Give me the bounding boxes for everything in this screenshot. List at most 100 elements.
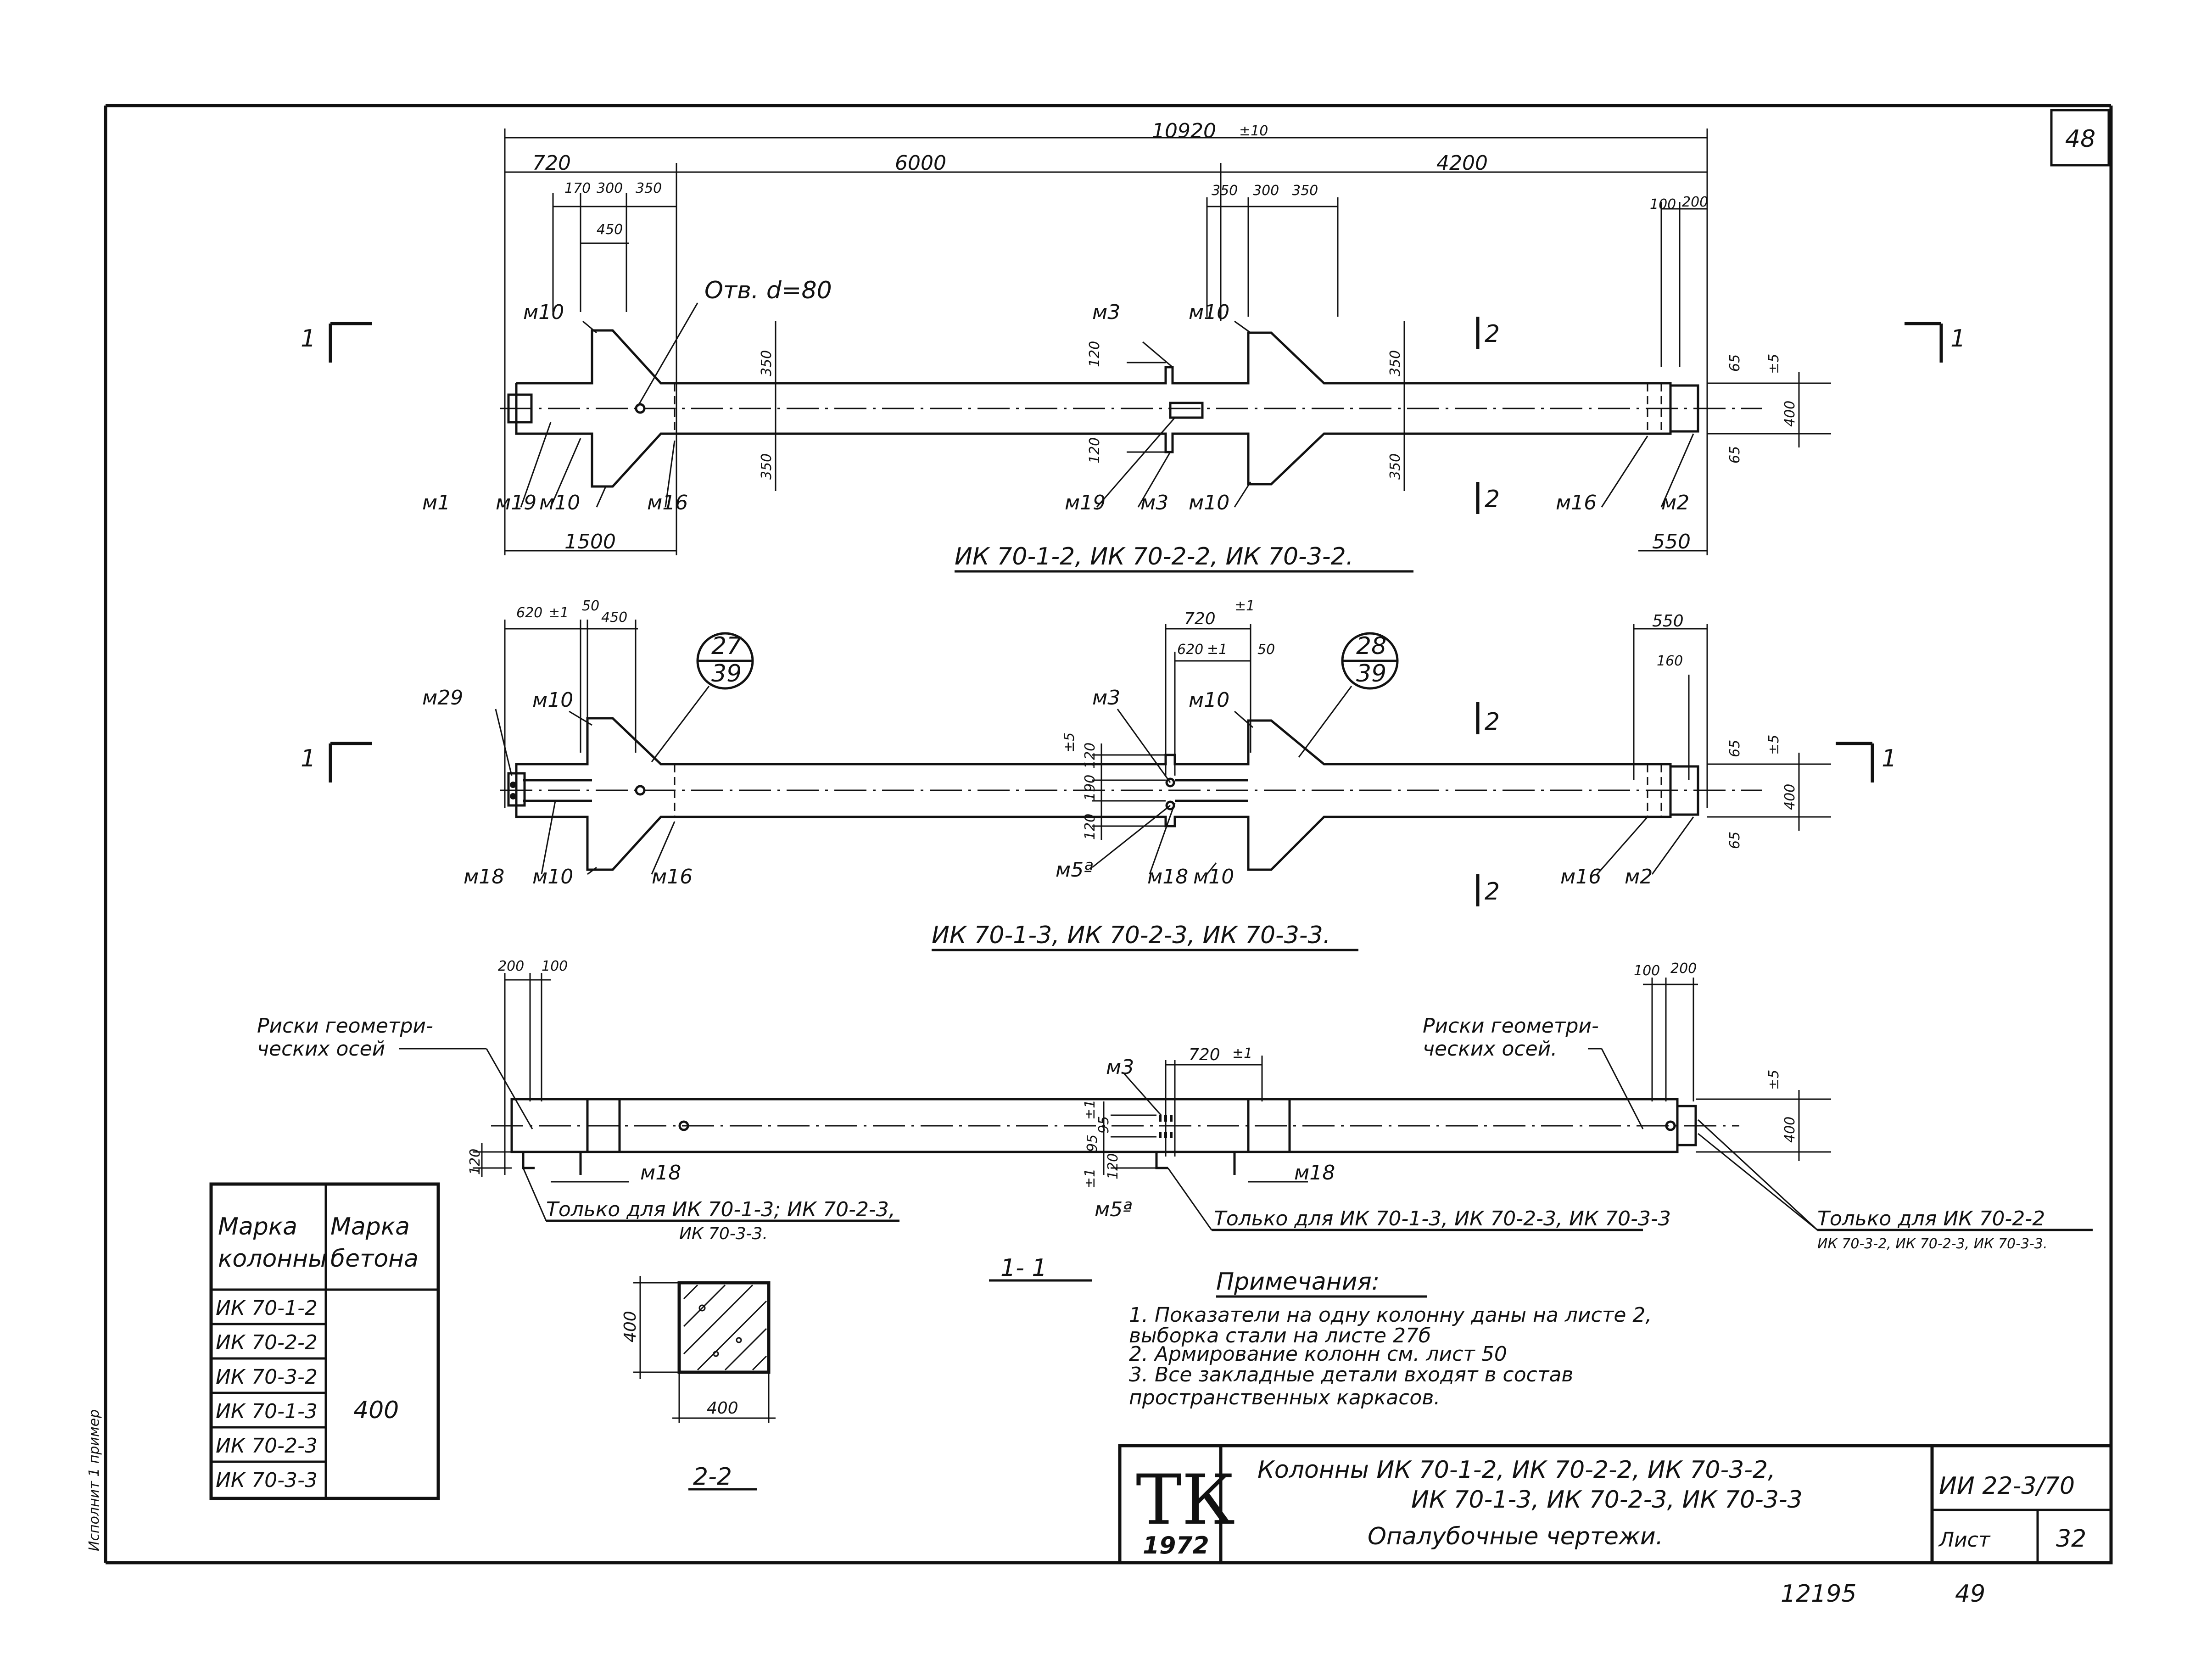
v2-mark-m10d: м10 [1193,865,1234,889]
table-row-4: ИК 70-1-3 [216,1400,318,1423]
v1-dim-120-bot: 120 [1087,437,1103,464]
stamp-org: ТК [1136,1460,1235,1540]
v1-dim-350-right-top: 350 [1387,350,1403,376]
v3-risk-left-1: Риски геометри- [257,1014,433,1038]
section22-dim-v: 400 [621,1311,640,1342]
v2-mark-m16b: м16 [1560,865,1601,889]
v1-overall-tol: ±10 [1239,123,1268,139]
view3-column [399,973,2093,1282]
note-3a: 3. Все закладные детали входят в состав [1129,1363,1573,1386]
v2-mark-m18b: м18 [1147,865,1188,889]
v2-section-left: 1 [301,745,316,772]
v1-dim-550: 550 [1652,530,1691,553]
v2-cut-top: 2 [1485,708,1500,736]
v1-dim-1500: 1500 [564,530,616,553]
v3-dim-100-right: 100 [1634,963,1660,979]
section-2-2 [633,1276,776,1491]
v3-only3-line1: Только для ИК 70-2-2 [1817,1207,2045,1230]
v1-dim-350-left-bot: 350 [759,453,775,480]
v1-mark-m16a: м16 [647,491,688,514]
v2-cut-bottom: 2 [1485,878,1500,905]
sheet-frame [104,104,2113,1565]
v1-dim-350-right-bot: 350 [1387,453,1403,480]
v3-tol-left: ±1 [1082,1100,1098,1120]
v2-callout1-top: 27 [711,632,742,660]
v2-callout2-top: 28 [1356,632,1386,660]
v2-dim-450: 450 [601,609,627,626]
v1-mark-m1: м1 [422,491,450,514]
v3-mark-m3: м3 [1106,1056,1134,1079]
v3-dim-100-left: 100 [542,958,568,974]
v3-only1-line2: ИК 70-3-3. [679,1224,768,1243]
stamp-title-1: Колонны ИК 70-1-2, ИК 70-2-2, ИК 70-3-2, [1257,1456,1776,1484]
v3-mark-m18b: м18 [1294,1161,1335,1185]
v1-tol-5: ±5 [1766,354,1782,374]
v2-dim-120-bot: 120 [1082,814,1098,840]
v1-span-720: 720 [532,151,571,175]
stamp-sheet-label: Лист [1938,1528,1991,1552]
v2-mark-m5a: м5ª [1056,858,1093,882]
v3-risk-right-2: ческих осей. [1423,1037,1557,1061]
v1-mark-m10c: м10 [539,491,580,514]
v2-mark-m2: м2 [1625,865,1653,889]
v1-dim-65-bot: 65 [1727,446,1743,464]
v2-dim-720: 720 [1184,609,1216,628]
stamp-sheet-no: 32 [2056,1525,2086,1553]
v1-dim-170: 170 [564,180,591,196]
v3-only3-line2: ИК 70-3-2, ИК 70-2-3, ИК 70-3-3. [1817,1236,2048,1252]
v1-dim-mid-350a: 350 [1212,183,1238,199]
v3-risk-right-1: Риски геометри- [1423,1014,1599,1038]
v1-mark-m19a: м19 [496,491,536,514]
table-row-6: ИК 70-3-3 [216,1469,318,1492]
v2-caption: ИК 70-1-3, ИК 70-2-3, ИК 70-3-3. [932,922,1330,949]
v1-mark-m2: м2 [1661,491,1689,514]
v2-tol-2: ±5 [1061,732,1078,753]
v2-dim-160: 160 [1657,653,1683,669]
table-header-col1-l2: колонны [218,1245,327,1273]
v2-mark-m10a: м10 [532,688,573,712]
v3-only2: Только для ИК 70-1-3, ИК 70-2-3, ИК 70-3… [1214,1207,1671,1230]
v1-mark-m10-b: м10 [1189,301,1229,324]
v2-dim-620-tol: ±1 [548,605,569,621]
v2-dim-50-mid: 50 [1257,642,1275,658]
v2-dim-720-tol: ±1 [1234,598,1255,614]
v2-dim-400: 400 [1782,784,1798,810]
v1-span-4200: 4200 [1436,151,1488,175]
v3-dim-95b: 95 [1084,1134,1100,1152]
notes-title: Примечания: [1216,1268,1380,1296]
v3-dim-720-tol: ±1 [1232,1045,1252,1062]
v2-mark-m18a: м18 [464,865,504,889]
table-header-col1-l1: Марка [218,1213,297,1241]
stamp-series: ИИ 22-3/70 [1939,1472,2075,1500]
v2-callout1-bottom: 39 [711,660,742,687]
v1-caption: ИК 70-1-2, ИК 70-2-2, ИК 70-3-2. [955,543,1353,570]
v3-tol-left-b: ±1 [1082,1168,1098,1189]
v3-dim-200-left: 200 [498,958,524,974]
v1-mark-m3: м3 [1092,301,1120,324]
v1-overall: 10920 [1152,119,1216,143]
v1-section-right: 1 [1950,325,1966,352]
stamp-year: 1972 [1143,1532,1209,1559]
v1-dim-400: 400 [1782,401,1798,427]
v2-dim-620-mid: 620 [1177,642,1203,658]
section22-title: 2-2 [693,1463,732,1491]
table-header-col2-l1: Марка [330,1213,410,1241]
sheet-number: 48 [2065,125,2095,153]
v2-mark-m10c: м10 [532,865,573,889]
v2-mark-m16a: м16 [652,865,693,889]
v1-mark-m10-a: м10 [523,301,564,324]
concrete-table [209,1182,440,1500]
v1-dim-200: 200 [1682,194,1708,210]
footer-page: 49 [1955,1580,1985,1608]
table-row-5: ИК 70-2-3 [216,1434,318,1458]
v2-dim-65-top: 65 [1727,740,1743,757]
v2-callout2-bottom: 39 [1356,660,1386,687]
v3-only1-line1: Только для ИК 70-1-3; ИК 70-2-3, [546,1198,895,1221]
v1-dim-450: 450 [597,222,623,238]
v1-mark-m16b: м16 [1556,491,1597,514]
v3-tol-5: ±5 [1766,1070,1782,1090]
v1-cut-top: 2 [1485,320,1500,348]
v3-dim-120a: 120 [1105,1153,1121,1179]
v1-dim-mid-300: 300 [1253,183,1279,199]
